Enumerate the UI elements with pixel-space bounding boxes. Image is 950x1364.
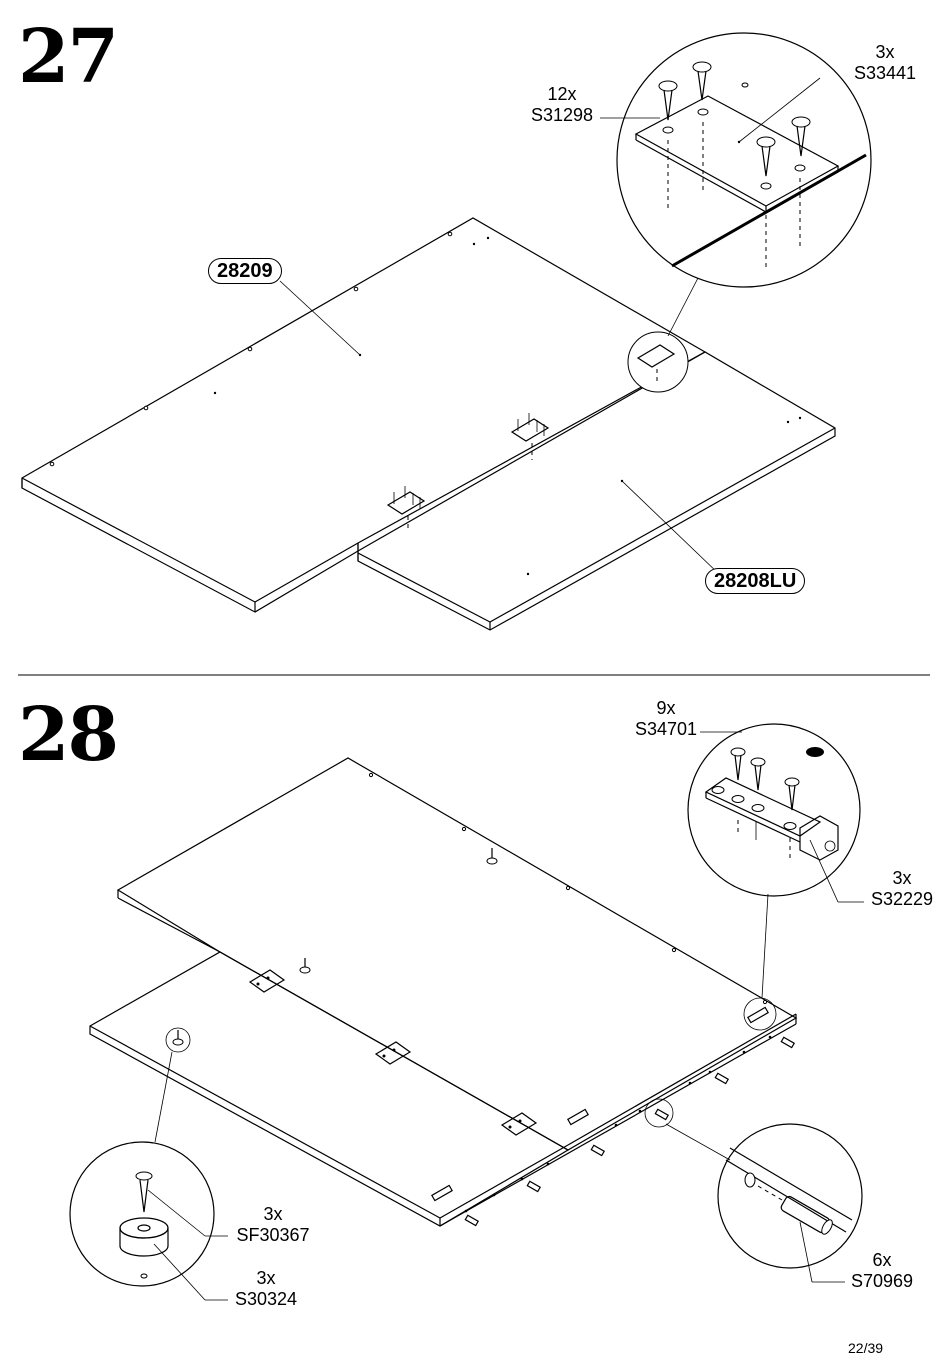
qty-label: 12x — [547, 84, 577, 104]
part-label-28209: 28209 — [208, 258, 282, 284]
step28-detail-foot — [69, 1141, 215, 1287]
screw-icon — [730, 747, 800, 811]
part-code: S34701 — [634, 718, 698, 739]
screw-callout-SF30367: 3x SF30367 — [228, 1204, 318, 1245]
qty-label: 3x — [875, 42, 895, 62]
step28-brackets — [431, 997, 777, 1202]
page-number: 22/39 — [848, 1340, 884, 1356]
step28-panel-holes — [165, 772, 768, 1053]
step-number-27: 27 — [18, 14, 119, 100]
part-code: S70969 — [850, 1270, 914, 1291]
qty-label: 9x — [656, 698, 676, 718]
screw-icon — [658, 61, 811, 177]
part-code: S33441 — [853, 62, 917, 83]
part-label-28208LU: 28208LU — [705, 568, 806, 594]
part-code: S32229 — [870, 888, 934, 909]
step28-panel-bottom — [89, 951, 797, 1227]
screw-callout-S31298: 12x S31298 — [522, 84, 602, 125]
part-code: SF30367 — [236, 1224, 310, 1245]
qty-label: 3x — [256, 1268, 276, 1288]
part-code: S31298 — [530, 104, 594, 125]
step28-detail-bracket — [687, 723, 861, 897]
step27-panel-28209 — [21, 217, 707, 613]
step28-leaders — [147, 731, 864, 1301]
step28-panel-top — [116, 757, 798, 1151]
screw-callout-S33441: 3x S33441 — [845, 42, 925, 83]
screw-callout-S34701: 9x S34701 — [626, 698, 706, 739]
step-number-28: 28 — [18, 692, 119, 778]
step27-connector-plates — [386, 331, 689, 532]
qty-label: 3x — [892, 868, 912, 888]
step28-dowels — [464, 1036, 796, 1227]
dowel-callout-S70969: 6x S70969 — [842, 1250, 922, 1291]
step27-panel-28208LU — [357, 351, 836, 631]
bracket-callout-S32229: 3x S32229 — [862, 868, 942, 909]
step27-leaders — [279, 277, 721, 576]
screw-icon — [135, 1171, 153, 1213]
step27-detail-circle — [600, 32, 872, 288]
part-code: S30324 — [234, 1288, 298, 1309]
step27-panel-holes — [49, 231, 802, 576]
step28-edge-holes — [464, 1035, 772, 1213]
qty-label: 6x — [872, 1250, 892, 1270]
step28-detail-dowel — [717, 1123, 863, 1269]
step28-hinge-plates — [248, 969, 538, 1136]
qty-label: 3x — [263, 1204, 283, 1224]
foot-callout-S30324: 3x S30324 — [226, 1268, 306, 1309]
